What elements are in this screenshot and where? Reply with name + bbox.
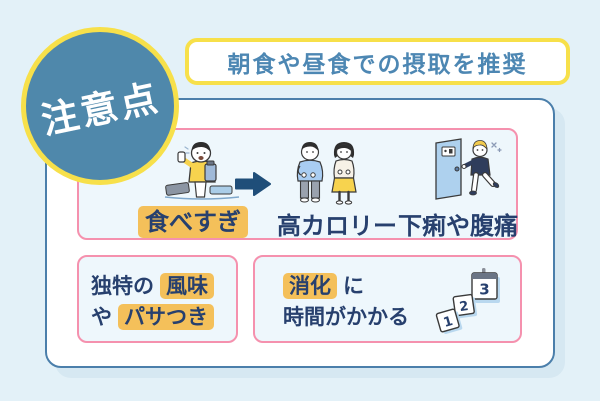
digestion-line1-suffix: に [343,274,364,298]
texture-note-box: 独特の風味 やパサつき [77,255,238,343]
flavor-highlight: 風味 [160,273,214,299]
calendar-number-1: 1 [442,314,455,331]
cause-label: 食べすぎ [138,202,248,238]
header-title: 朝食や昼食での摂取を推奨 [227,51,528,78]
dryness-highlight: パサつき [118,304,214,330]
calendar-number-3: 3 [479,281,489,299]
texture-note-text: 独特の風味 やパサつき [91,271,214,333]
digestion-note-box: 消化に 時間がかかる 3 2 1 [253,255,522,343]
cause-highlight: 食べすぎ [138,206,248,238]
texture-line2-prefix: や [91,305,112,329]
caution-badge-label: 注意点 [37,75,164,143]
calendar-number-2: 2 [458,299,469,315]
caution-badge: 注意点 [21,27,179,185]
toilet-rush-illustration [435,138,502,200]
effect-label-high-calorie: 高カロリー [277,212,397,240]
digestion-note-text: 消化に 時間がかかる [283,271,409,333]
arrow-right-icon [235,172,271,196]
header-banner: 朝食や昼食での摂取を推奨 [185,38,570,85]
texture-line1-prefix: 独特の [91,274,154,298]
effect-label-stomach-ache: 下痢や腹痛 [398,212,518,240]
digestion-line2: 時間がかかる [283,305,409,329]
overweight-couple-illustration [296,142,357,205]
digestion-highlight: 消化 [283,273,337,299]
calendar-days-icon: 3 2 1 [435,268,500,334]
eating-person-illustration [164,142,240,200]
